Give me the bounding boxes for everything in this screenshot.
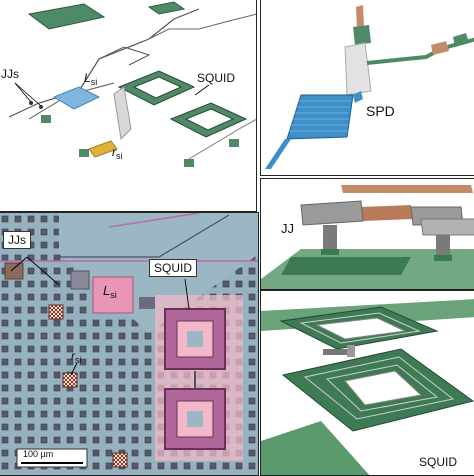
lsi-label-photo: Lsi	[103, 283, 117, 300]
spd-meander	[286, 94, 354, 140]
lsi-label-sub: si	[90, 77, 98, 87]
jj-label: JJ	[281, 221, 294, 236]
jj-top-electrode	[300, 200, 364, 226]
lsi-label-photo-sub: si	[110, 290, 117, 300]
panel-b-drawing	[265, 5, 474, 169]
lsi-label-photo-main: L	[103, 283, 111, 298]
panel-d-drawing	[0, 213, 258, 475]
jjs-label: JJs	[1, 67, 19, 81]
rsi-label-main: r	[112, 145, 116, 159]
rsi-label-photo-main: r	[71, 349, 75, 363]
panel-a-layout-render: JJs Lsi rsi SQUID	[0, 0, 257, 212]
panel-e-drawing	[261, 299, 474, 475]
squid-label-render: SQUID	[419, 455, 458, 469]
spd-pillar	[344, 42, 372, 96]
jj-pillar	[323, 225, 337, 251]
rsi-label-photo-sub: si	[75, 355, 82, 365]
panel-c-jj-render: JJ	[260, 178, 474, 290]
rsi-label: rsi	[112, 145, 123, 161]
lsi-label-main: L	[84, 71, 91, 85]
resistor-pad-2	[62, 372, 78, 388]
jjs-label-photo: JJs	[3, 231, 31, 249]
resistor-rsi	[88, 140, 118, 158]
resistor-pad-1	[48, 304, 64, 320]
panel-d-micrograph: JJs Lsi rsi SQUID 100 µm	[0, 212, 259, 476]
scale-bar-label: 100 µm	[23, 449, 54, 459]
resistor-ramp	[113, 86, 132, 141]
panel-e-squid-render: SQUID	[260, 290, 474, 476]
inductor-lsi-photo	[92, 276, 134, 314]
lsi-label: Lsi	[84, 71, 97, 87]
squid-label-photo: SQUID	[149, 259, 198, 277]
squid-label: SQUID	[197, 71, 236, 85]
inductor-lsi	[52, 86, 101, 110]
bond-pad	[27, 3, 106, 30]
panel-c-drawing	[261, 185, 474, 289]
spd-label: SPD	[366, 103, 395, 119]
rsi-label-photo: rsi	[71, 349, 82, 365]
panel-a-drawing	[8, 1, 256, 167]
panel-b-spd-render: SPD	[260, 0, 474, 176]
copper-bar	[341, 185, 473, 193]
rsi-label-sub: si	[116, 151, 123, 161]
